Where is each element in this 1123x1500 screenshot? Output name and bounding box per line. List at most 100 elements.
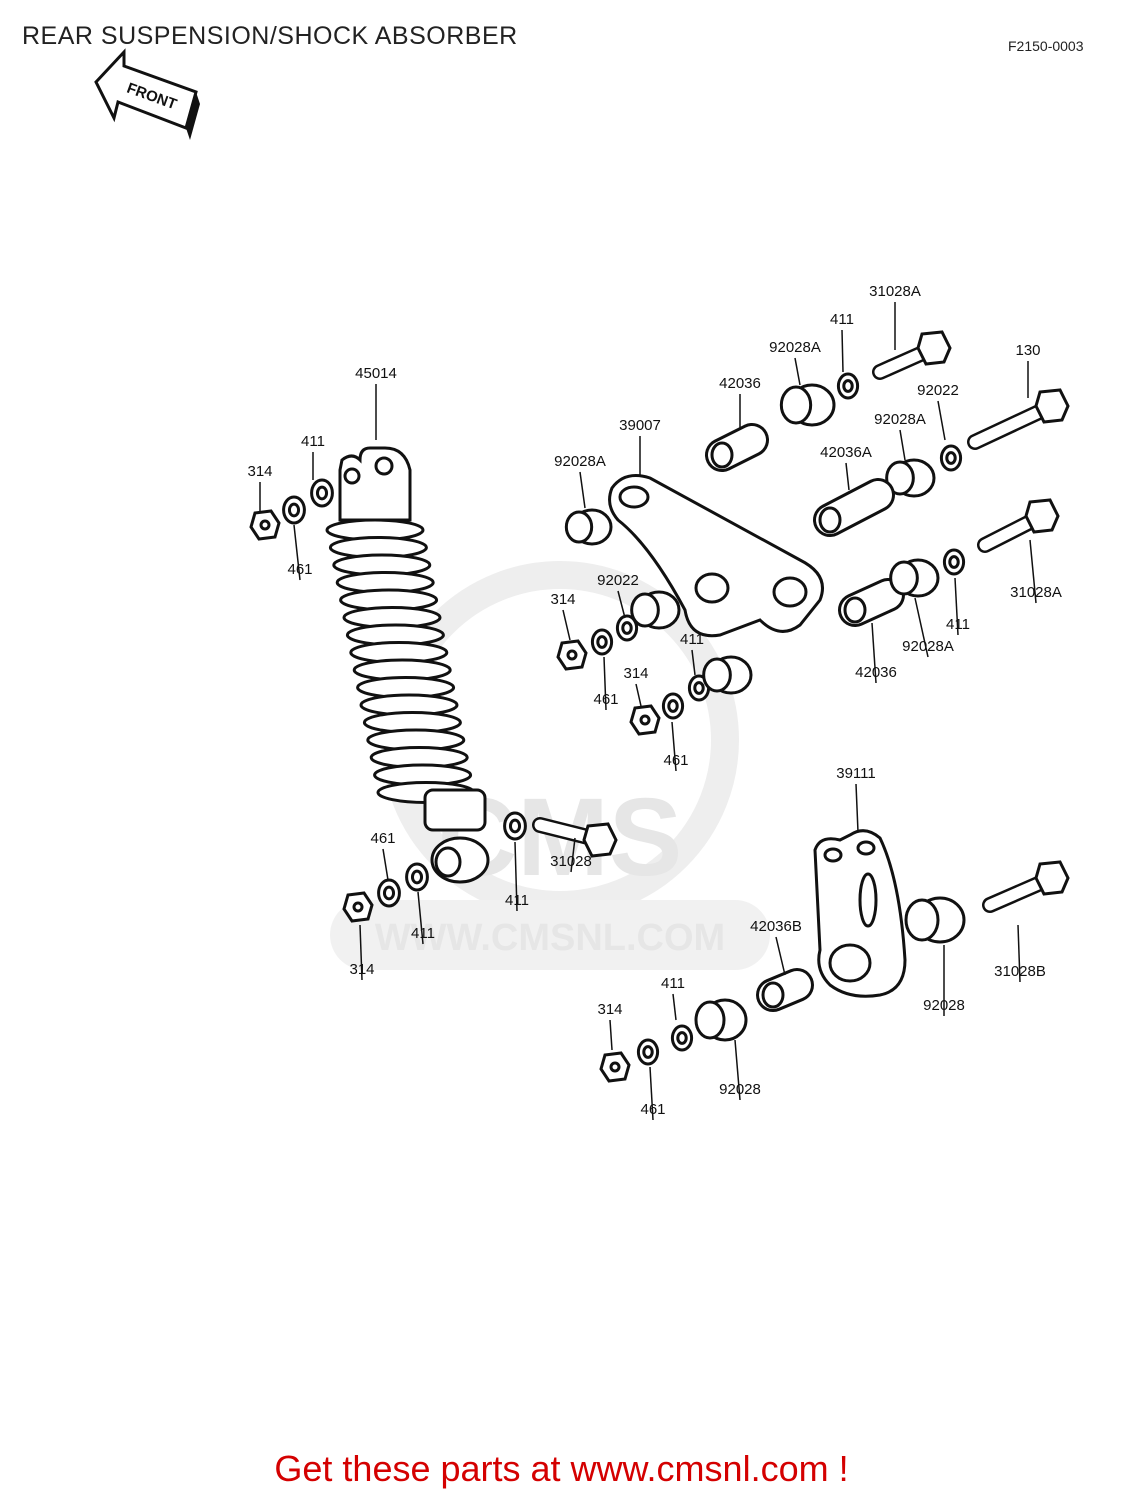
- watermark-url: WWW.CMSNL.COM: [375, 917, 725, 959]
- leader-line: [899, 429, 906, 461]
- part-label[interactable]: 411: [830, 311, 854, 328]
- leader-line: [293, 524, 301, 581]
- part-label[interactable]: 314: [623, 665, 648, 682]
- part-label[interactable]: 42036: [719, 375, 761, 392]
- leader-line: [794, 357, 801, 386]
- sleeve-end: [818, 506, 842, 534]
- leader-line: [871, 622, 877, 684]
- part-label[interactable]: 31028A: [869, 283, 921, 300]
- bolt-head: [1024, 498, 1060, 534]
- part-label[interactable]: 461: [640, 1101, 665, 1118]
- leader-line: [845, 462, 850, 491]
- part-label[interactable]: 92028: [719, 1081, 761, 1098]
- collar-end: [702, 657, 732, 693]
- part-label[interactable]: 92028A: [874, 411, 926, 428]
- part-label[interactable]: 461: [370, 830, 395, 847]
- part-label[interactable]: 45014: [355, 365, 397, 382]
- leader-line: [775, 936, 786, 976]
- washer-hole: [596, 635, 608, 649]
- leader-line: [841, 329, 844, 373]
- leader-line: [1029, 539, 1037, 604]
- part-label[interactable]: 411: [411, 925, 435, 942]
- leader-line: [672, 993, 677, 1021]
- part-label[interactable]: 42036B: [750, 918, 802, 935]
- leader-line: [914, 597, 929, 658]
- washer-hole: [287, 502, 301, 518]
- part-label[interactable]: 411: [301, 433, 325, 450]
- collar-end: [904, 898, 940, 942]
- part-label[interactable]: 92028: [923, 997, 965, 1014]
- parts-diagram: CMS WWW.CMSNL.COM FRONT 45014 411 314 461 39…: [94, 48, 1070, 1121]
- sleeve-end: [761, 981, 785, 1009]
- page-title: REAR SUSPENSION/SHOCK ABSORBER: [22, 22, 518, 50]
- leader-line: [382, 848, 389, 881]
- bolt-head: [916, 330, 952, 366]
- leader-line: [579, 471, 586, 509]
- part-label[interactable]: 42036A: [820, 444, 872, 461]
- part-label[interactable]: 92028A: [554, 453, 606, 470]
- nut-hole: [566, 649, 578, 661]
- part-label[interactable]: 411: [680, 631, 704, 648]
- nut-hole: [259, 519, 271, 531]
- leader-line: [855, 783, 859, 833]
- leader-line: [617, 590, 626, 619]
- washer-hole: [945, 451, 957, 465]
- part-label[interactable]: 461: [287, 561, 312, 578]
- washer-hole: [410, 869, 424, 885]
- washer-hole: [676, 1031, 688, 1045]
- part-label[interactable]: 411: [661, 975, 685, 992]
- leader-line: [954, 577, 959, 636]
- part-label[interactable]: 92022: [597, 572, 639, 589]
- part-label[interactable]: 461: [593, 691, 618, 708]
- collar-end: [885, 460, 915, 496]
- washer-hole: [508, 818, 522, 834]
- leader-line: [570, 837, 576, 873]
- washer-hole: [621, 621, 633, 635]
- part-label[interactable]: 411: [946, 616, 970, 633]
- leader-line: [609, 1019, 613, 1051]
- nut-hole: [609, 1061, 621, 1073]
- part-label[interactable]: 31028B: [994, 963, 1046, 980]
- front-arrow: FRONT: [94, 48, 200, 140]
- leader-line: [359, 924, 363, 981]
- bolt-head: [1034, 860, 1070, 896]
- part-label[interactable]: 314: [550, 591, 575, 608]
- watermark: CMS WWW.CMSNL.COM: [330, 561, 770, 970]
- rocker-arm: [608, 474, 824, 638]
- washer-hole: [382, 885, 396, 901]
- washer-hole: [315, 485, 329, 501]
- nut-hole: [639, 714, 651, 726]
- part-label[interactable]: 92028A: [902, 638, 954, 655]
- part-label[interactable]: 92022: [917, 382, 959, 399]
- collar-end: [564, 510, 594, 544]
- footer-link[interactable]: Get these parts at www.cmsnl.com !: [274, 1448, 849, 1489]
- part-label[interactable]: 39111: [836, 765, 876, 782]
- part-label[interactable]: 31028: [550, 853, 592, 870]
- part-label[interactable]: 39007: [619, 417, 661, 434]
- leader-line: [562, 609, 571, 641]
- collar-end: [694, 1000, 726, 1040]
- leader-line: [937, 400, 946, 441]
- part-label[interactable]: 130: [1015, 342, 1040, 359]
- leader-line: [417, 891, 424, 945]
- bolt-head: [582, 822, 618, 858]
- part-label[interactable]: 42036: [855, 664, 897, 681]
- part-label[interactable]: 92028A: [769, 339, 821, 356]
- tie-rod-link: [813, 829, 907, 998]
- collar-end: [889, 560, 919, 596]
- part-label[interactable]: 31028A: [1010, 584, 1062, 601]
- part-label[interactable]: 314: [247, 463, 272, 480]
- part-label[interactable]: 461: [663, 752, 688, 769]
- part-label[interactable]: 314: [597, 1001, 622, 1018]
- nut-hole: [352, 901, 364, 913]
- hardware-group: [249, 330, 1070, 1083]
- sleeve-end: [843, 596, 867, 624]
- part-label[interactable]: 411: [505, 892, 529, 909]
- part-labels: 45014 411 314 461 39007 92028A 92022 314 461 411 3…: [247, 283, 1062, 1121]
- leader-line: [691, 649, 696, 676]
- leader-line: [671, 721, 677, 772]
- diagram-code: F2150-0003: [1008, 38, 1084, 54]
- leader-line: [514, 841, 518, 912]
- washer-hole: [948, 555, 960, 569]
- part-label[interactable]: 314: [349, 961, 374, 978]
